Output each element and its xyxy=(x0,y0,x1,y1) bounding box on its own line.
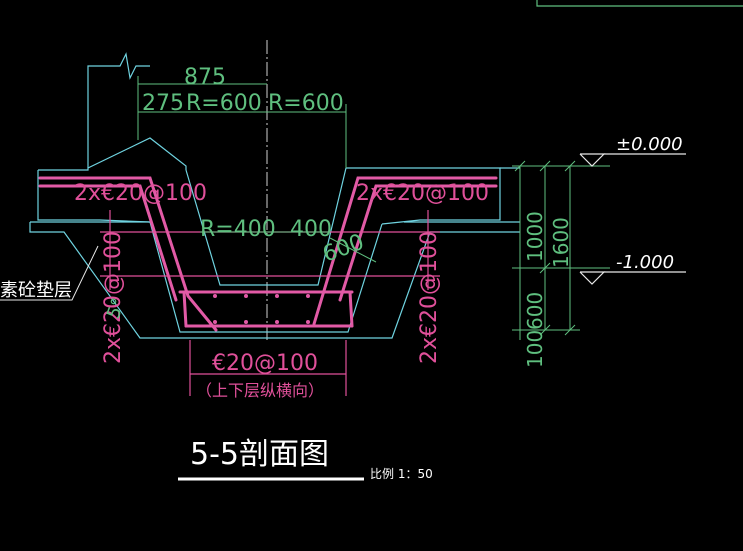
rebar-side-left-label: 2x€20@100 xyxy=(101,231,126,364)
elevation-marker-bottom xyxy=(579,271,686,285)
elevation-marker-top xyxy=(579,153,686,167)
dim-r600-left: R=600 xyxy=(186,91,262,116)
dim-r600-right: R=600 xyxy=(268,91,344,116)
elevation-top-label: ±0.000 xyxy=(616,134,683,155)
cushion-leader xyxy=(0,245,99,301)
dim-600-right: 600 xyxy=(523,292,547,330)
rebar-bottom-note: （上下层纵横向） xyxy=(196,381,324,400)
frame-corner xyxy=(536,0,743,7)
rebar-top-left-label: 2x€20@100 xyxy=(74,181,207,206)
cushion-label: 素砼垫层 xyxy=(0,280,72,301)
concrete-outline xyxy=(29,52,520,339)
elevation-bottom-label: -1.000 xyxy=(616,252,674,273)
page-title: 5-5剖面图 xyxy=(190,437,329,472)
rebar-bottom-label: €20@100 xyxy=(212,351,318,376)
rebar-side-right-label: 2x€20@100 xyxy=(417,231,442,364)
dim-875: 875 xyxy=(184,65,226,90)
dim-r400-right: 400 xyxy=(290,217,332,242)
dim-275: 275 xyxy=(142,91,184,116)
dimension-lines xyxy=(137,76,610,340)
scale-label: 比例 1：50 xyxy=(370,467,433,481)
dim-100-right: 100 xyxy=(523,330,547,368)
dim-1600: 1600 xyxy=(549,217,573,268)
dim-r400-left: R=400 xyxy=(200,217,276,242)
dim-1000: 1000 xyxy=(523,211,547,262)
rebar-top-right-label: 2x€20@100 xyxy=(356,181,489,206)
rebar-group xyxy=(38,176,498,332)
